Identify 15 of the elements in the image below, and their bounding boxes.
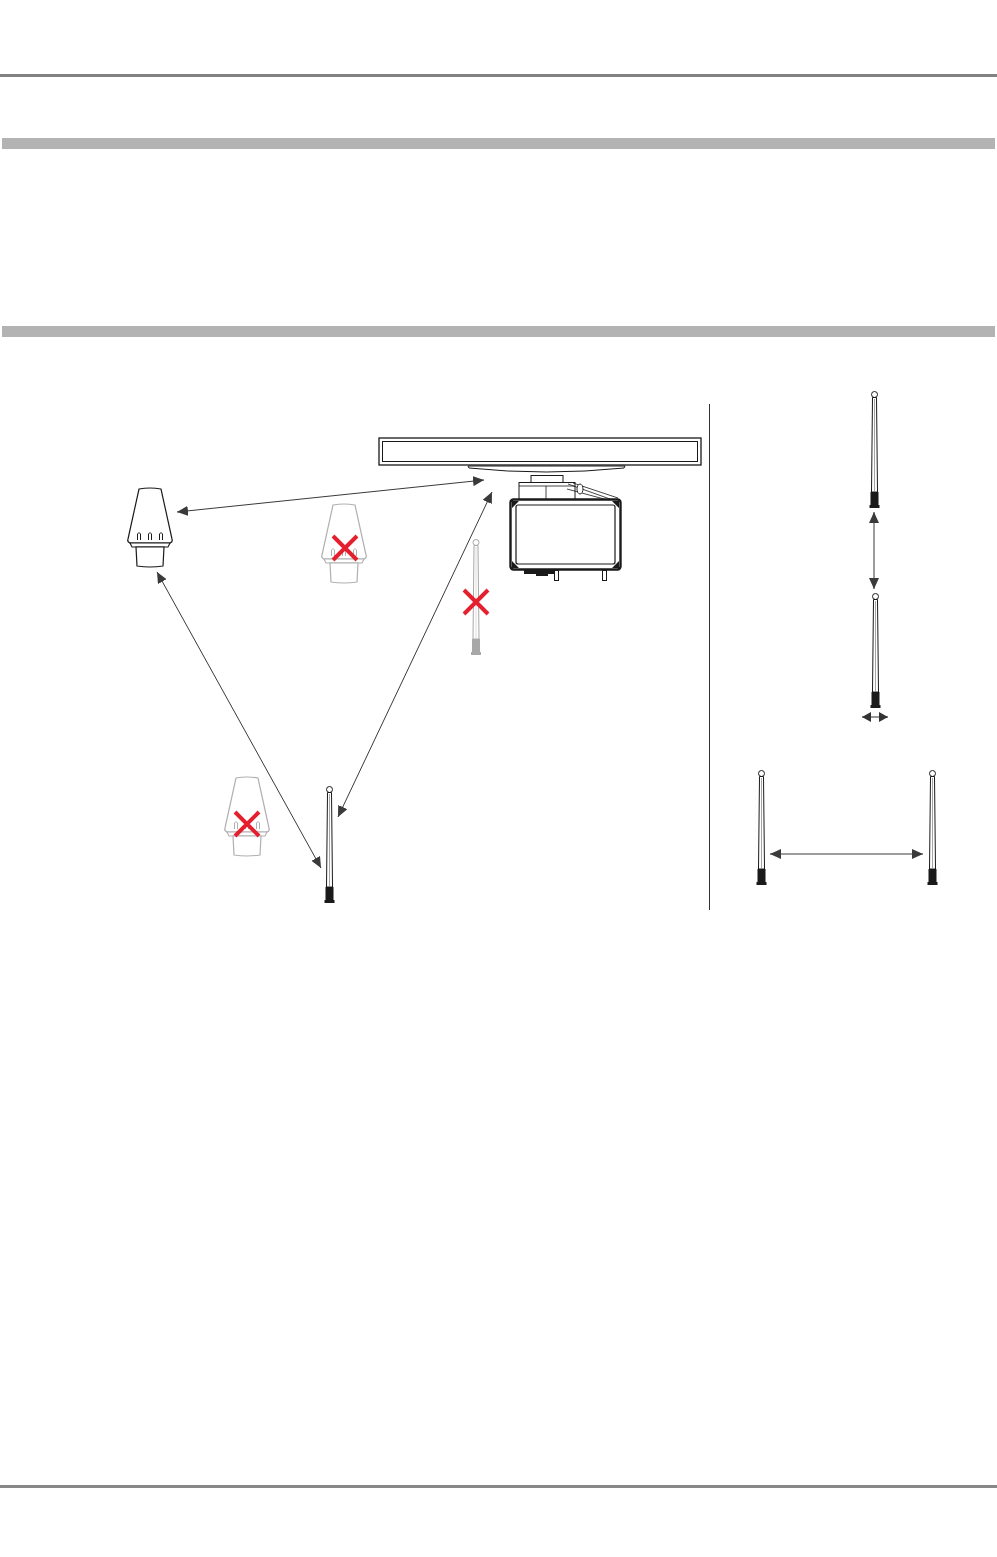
double-arrow xyxy=(869,511,879,590)
whip-antenna-picture xyxy=(323,785,336,904)
double-arrow xyxy=(769,849,924,859)
crossed-out-dome-antenna-picture xyxy=(223,776,271,858)
double-arrow xyxy=(156,571,322,869)
whip-antenna-picture xyxy=(755,769,768,886)
radar-antenna-picture xyxy=(378,436,703,582)
crossed-out-dome-antenna-picture xyxy=(320,503,368,585)
double-arrow xyxy=(337,491,493,818)
whip-antenna-picture xyxy=(869,592,882,709)
whip-antenna-picture xyxy=(868,390,881,509)
crossed-out-whip-antenna-picture xyxy=(460,538,492,656)
whip-antenna-picture xyxy=(926,769,939,886)
double-arrow xyxy=(176,476,485,516)
dome-antenna-picture xyxy=(126,487,174,569)
